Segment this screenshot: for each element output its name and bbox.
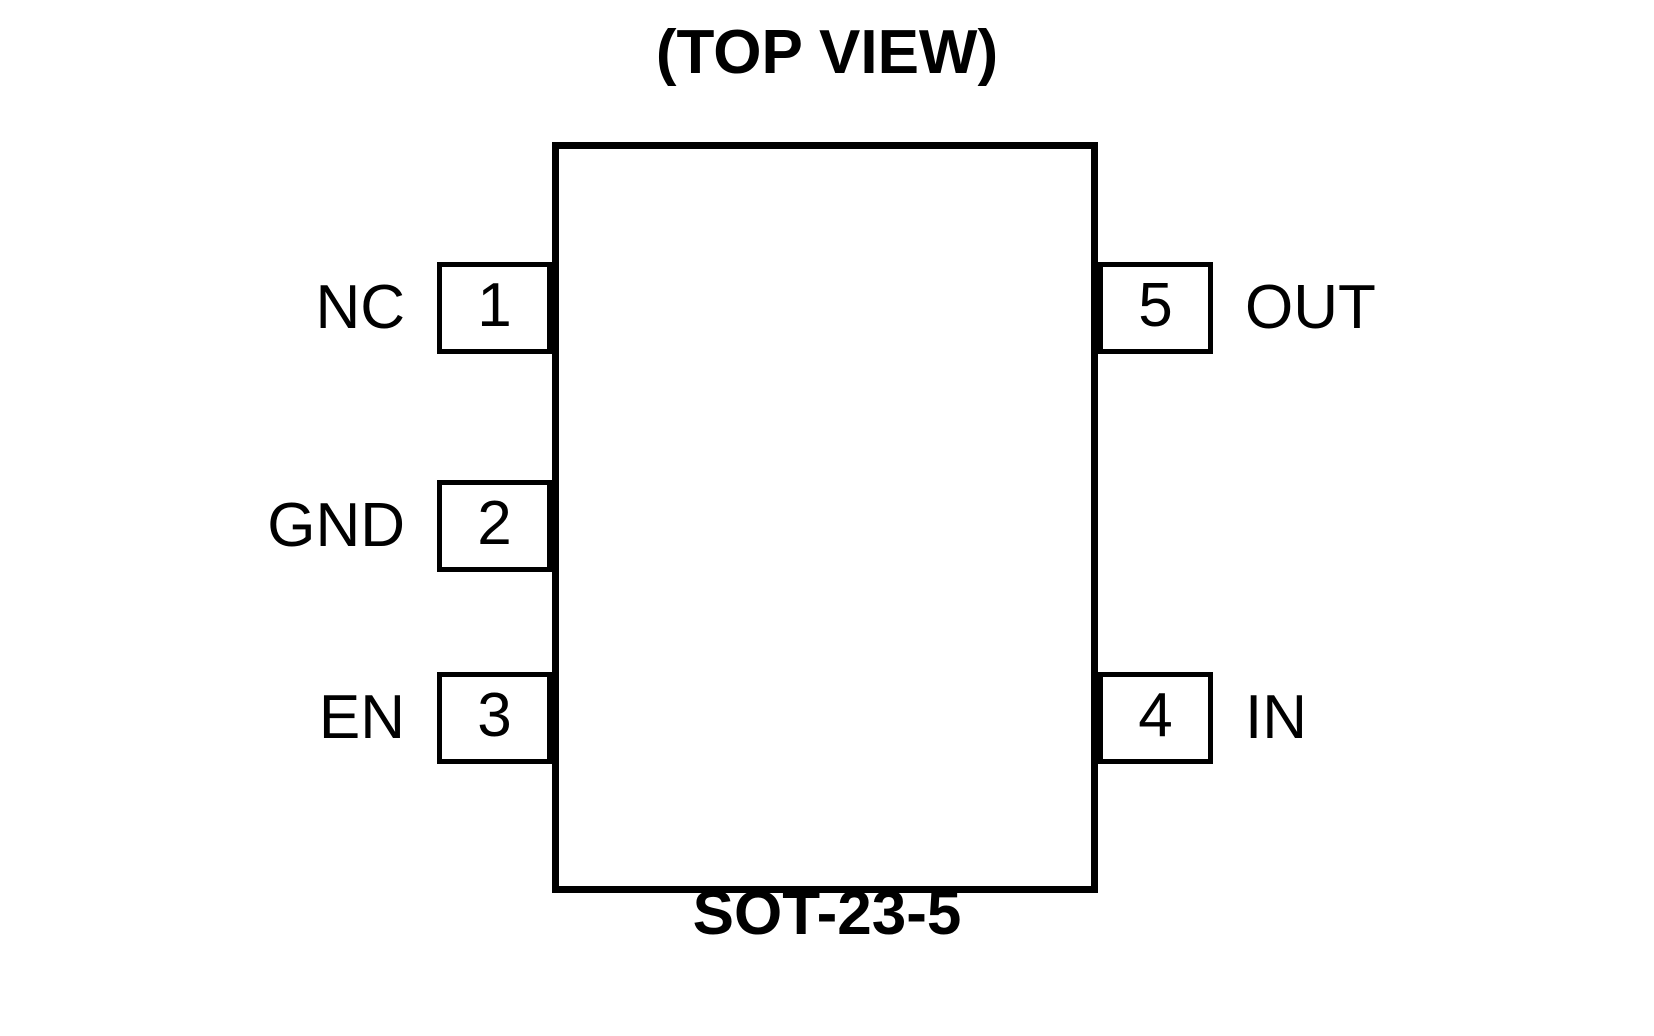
pin-pad-5: 5 [1098, 262, 1213, 354]
pin-number-3: 3 [477, 681, 512, 750]
pin-number-5: 5 [1138, 271, 1173, 340]
package-body-outline [552, 142, 1098, 893]
pin-number-4: 4 [1138, 681, 1173, 750]
pin-label-nc: NC [315, 273, 405, 342]
pin-number-1: 1 [477, 271, 512, 340]
pin-label-en: EN [318, 683, 405, 752]
pin-label-in: IN [1245, 683, 1307, 752]
pin-pad-2: 2 [437, 480, 552, 572]
pin-pad-3: 3 [437, 672, 552, 764]
pin-label-gnd: GND [267, 491, 405, 560]
pin-label-out: OUT [1245, 273, 1376, 342]
pin-pad-1: 1 [437, 262, 552, 354]
top-view-title: (TOP VIEW) [655, 18, 999, 87]
pin-number-2: 2 [477, 489, 512, 558]
pin-pad-4: 4 [1098, 672, 1213, 764]
